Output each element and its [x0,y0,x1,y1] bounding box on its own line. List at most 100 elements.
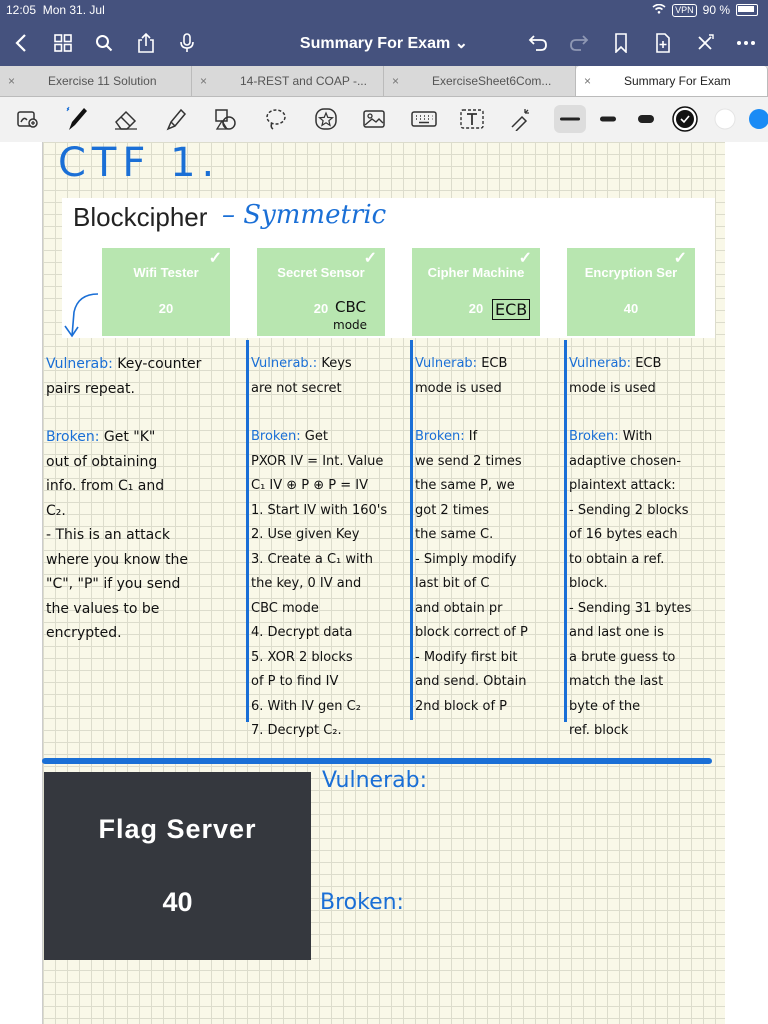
vuln-text: mode is used [415,380,502,396]
keyboard-icon[interactable] [410,105,438,133]
grid-icon[interactable] [50,30,76,56]
broken-text: and send. Obtain [415,674,527,689]
shapes-icon[interactable] [212,105,240,133]
broken-text: Get "K" [103,429,156,445]
sticker-icon[interactable] [312,105,340,133]
column-divider [246,340,249,722]
text-box-icon[interactable] [458,105,486,133]
notes-column-encryption-service: Vulnerab: ECB mode is used Broken: With … [569,352,691,744]
tab-label: Summary For Exam [624,74,731,88]
vuln-text: Keys [321,356,352,371]
tab-close-icon[interactable]: × [584,74,592,88]
image-icon[interactable] [360,105,388,133]
lasso-icon[interactable] [262,105,290,133]
broken-text: If [468,429,478,444]
back-icon[interactable] [8,30,34,56]
add-page-icon[interactable] [650,30,676,56]
vuln-text: pairs repeat. [46,380,135,397]
tab-label: ExerciseSheet6Com... [432,74,552,88]
flag-broken-label: Broken: [320,890,404,915]
challenge-card-cipher-machine[interactable]: ✓ Cipher Machine 20 [412,248,540,336]
tab-exercise-sheet-6[interactable]: × ExerciseSheet6Com... [384,66,576,96]
tab-rest-and-coap[interactable]: × 14-REST and COAP -... [192,66,384,96]
more-icon[interactable] [733,30,759,56]
broken-text: we send 2 times [415,453,522,469]
challenge-points: 20 [158,301,174,316]
laser-pointer-icon[interactable] [506,105,534,133]
zoom-select-icon[interactable] [14,105,42,133]
broken-text: 1. Start IV with 160's [251,502,388,518]
broken-text: - Simply modify [415,551,517,567]
annotation-mode: mode [333,318,368,332]
vuln-text: mode is used [569,380,656,396]
broken-text: C₁ IV ⊕ P ⊕ P = IV [251,478,369,493]
notes-column-secret-sensor: Vulnerab.: Keys are not secret Broken: G… [251,352,387,744]
tab-close-icon[interactable]: × [8,74,16,88]
broken-text: and last one is [569,625,664,640]
pen-icon[interactable] [62,105,90,133]
broken-text: Get [304,429,328,444]
broken-label: Broken: [415,429,465,444]
share-icon[interactable] [133,30,159,56]
challenge-card-encryption-service[interactable]: ✓ Encryption Ser 40 [567,248,695,336]
blue-color-icon[interactable] [748,105,768,133]
document-title: Summary For Exam ⌄ [0,33,768,53]
battery-icon [736,4,758,16]
status-bar: 12:05 Mon 31. Jul VPN 90 % [0,0,768,20]
challenge-points: 20 [468,301,484,316]
tab-close-icon[interactable]: × [200,74,208,88]
tab-summary-for-exam[interactable]: × Summary For Exam [576,66,768,96]
tab-close-icon[interactable]: × [392,74,400,88]
challenge-card-wifi-tester[interactable]: ✓ Wifi Tester 20 [102,248,230,336]
undo-icon[interactable] [525,30,551,56]
broken-text: a brute guess to [569,649,676,665]
broken-text: PXOR IV = Int. Value [251,453,384,469]
thin-stroke-icon[interactable] [554,105,586,133]
navigation-bar: Summary For Exam ⌄ [0,20,768,66]
challenge-card-flag-server[interactable]: Flag Server 40 [44,772,311,960]
close-x-icon[interactable] [692,30,718,56]
redo-icon[interactable] [566,30,592,56]
broken-text: 7. Decrypt C₂. [251,723,342,738]
broken-text: CBC mode [251,600,319,616]
broken-text: last bit of C [415,576,490,591]
document-title-button[interactable]: Summary For Exam ⌄ [300,35,468,52]
microphone-icon[interactable] [174,30,200,56]
challenge-points: 40 [623,301,639,316]
white-color-icon[interactable] [711,105,739,133]
broken-label: Broken: [46,429,100,445]
broken-text: the same C. [415,527,494,542]
broken-text: - Sending 2 blocks [569,502,689,518]
vuln-label: Vulnerab: [415,356,478,371]
vuln-label: Vulnerab: [46,356,113,372]
broken-label: Broken: [569,429,619,444]
tab-exercise-11-solution[interactable]: × Exercise 11 Solution [0,66,192,96]
section-separator [42,758,712,764]
broken-text: out of obtaining [46,453,158,470]
black-color-icon[interactable] [671,105,699,133]
note-heading: CTF 1. [58,140,221,186]
thick-stroke-icon[interactable] [632,105,660,133]
broken-text: block correct of P [415,625,528,640]
broken-text: block. [569,576,608,591]
medium-stroke-icon[interactable] [594,105,622,133]
highlighter-icon[interactable] [162,105,190,133]
broken-text: ref. block [569,723,629,738]
broken-text: 2nd block of P [415,698,508,714]
annotation-cbc: CBC [335,298,366,316]
broken-text: 2. Use given Key [251,527,360,542]
challenge-points: 40 [162,887,193,917]
broken-text: of 16 bytes each [569,527,678,542]
challenge-card-secret-sensor[interactable]: ✓ Secret Sensor 20 [257,248,385,336]
page-margin-left [0,142,42,1024]
column-divider [564,340,567,722]
search-icon[interactable] [91,30,117,56]
challenge-name: Flag Server [98,814,257,844]
battery-percent: 90 % [702,3,730,17]
bookmark-icon[interactable] [608,30,634,56]
eraser-icon[interactable] [112,105,140,133]
challenge-name: Encryption Ser [584,265,678,280]
broken-text: - Sending 31 bytes [569,600,692,616]
column-divider [410,340,413,720]
challenge-name: Wifi Tester [133,265,199,280]
